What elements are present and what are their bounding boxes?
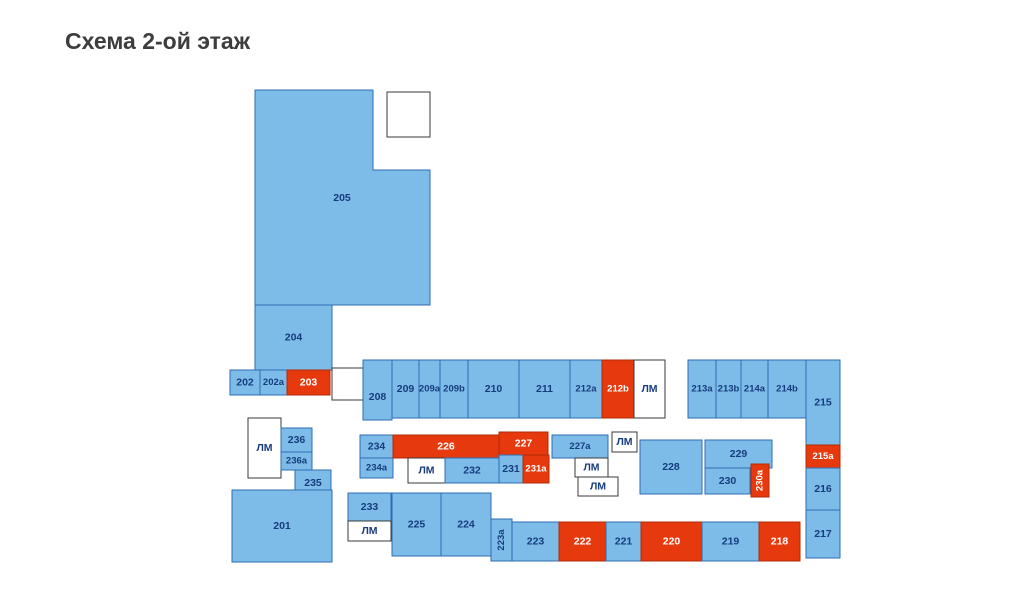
room-209[interactable] <box>391 359 420 419</box>
room-232[interactable] <box>444 457 500 484</box>
room-226[interactable] <box>392 434 500 459</box>
room-212b[interactable] <box>601 359 635 419</box>
room-230a[interactable] <box>750 463 770 498</box>
room-217[interactable] <box>805 509 841 559</box>
room-218[interactable] <box>758 521 801 562</box>
room-211[interactable] <box>518 359 571 419</box>
room-215a[interactable] <box>805 444 841 469</box>
room-222[interactable] <box>558 521 607 562</box>
stairwell-lm <box>574 457 609 478</box>
room-209a[interactable] <box>418 359 441 419</box>
room-219[interactable] <box>701 521 760 562</box>
room-204[interactable] <box>254 304 333 371</box>
room-225[interactable] <box>391 492 442 557</box>
room-228[interactable] <box>639 439 703 495</box>
room-231[interactable] <box>498 454 524 484</box>
room-230[interactable] <box>704 467 751 495</box>
room-227[interactable] <box>498 431 549 456</box>
room-214b[interactable] <box>767 359 807 419</box>
room-221[interactable] <box>605 521 642 562</box>
room-210[interactable] <box>467 359 520 419</box>
room-223[interactable] <box>511 521 560 562</box>
unlabeled-area <box>386 91 431 138</box>
room-223a[interactable] <box>490 518 513 562</box>
room-201[interactable] <box>231 489 333 563</box>
room-215[interactable] <box>805 359 841 446</box>
room-220[interactable] <box>640 521 703 562</box>
room-231a[interactable] <box>522 454 550 484</box>
room-209b[interactable] <box>439 359 469 419</box>
room-234[interactable] <box>359 434 394 459</box>
room-202a[interactable] <box>259 369 288 396</box>
room-229[interactable] <box>704 439 773 469</box>
room-227a[interactable] <box>551 434 609 459</box>
unlabeled-area <box>331 367 364 401</box>
room-203[interactable] <box>286 369 331 396</box>
room-214a[interactable] <box>740 359 769 419</box>
room-216[interactable] <box>805 467 841 511</box>
room-213b[interactable] <box>715 359 742 419</box>
stairwell-lm <box>247 417 282 479</box>
room-236a[interactable] <box>280 451 313 471</box>
stairwell-lm <box>633 359 666 419</box>
room-233[interactable] <box>347 492 392 522</box>
room-212a[interactable] <box>569 359 603 419</box>
room-202[interactable] <box>229 369 261 396</box>
room-208[interactable] <box>362 359 393 421</box>
page-title: Схема 2-ой этаж <box>65 28 250 54</box>
stairwell-lm <box>407 457 446 484</box>
room-213a[interactable] <box>687 359 717 419</box>
room-234a[interactable] <box>359 457 394 479</box>
room-224[interactable] <box>440 492 492 557</box>
stairwell-lm <box>577 476 619 497</box>
room-236[interactable] <box>280 427 313 453</box>
stairwell-lm <box>347 520 392 542</box>
stairwell-lm <box>611 431 638 453</box>
